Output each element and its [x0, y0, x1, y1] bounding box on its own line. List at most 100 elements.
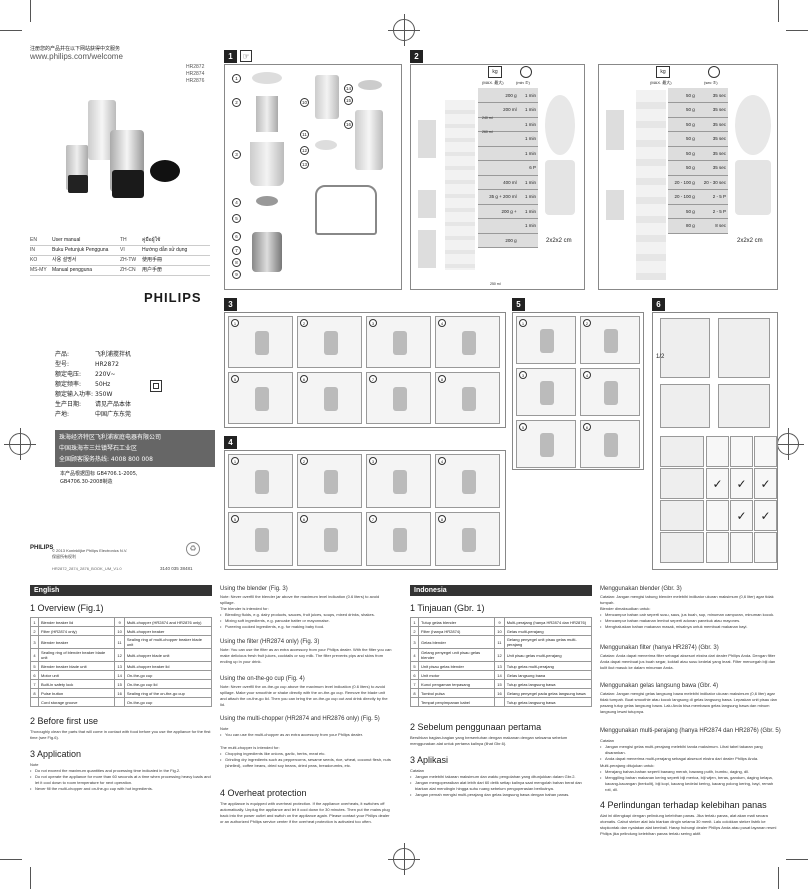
step-number: 4	[438, 319, 446, 327]
quantity-cell	[478, 146, 519, 161]
step-number: 4	[438, 457, 446, 465]
step-illustration: 2	[297, 316, 362, 368]
part-name-cell: Multi-chopper (HR2874 and HR2876 only)	[123, 617, 213, 627]
id-multi-intro: Multi-perajang ditujukan untuk:	[600, 763, 655, 768]
cleaning-cell	[754, 436, 777, 467]
part-number-cell: 14	[494, 670, 505, 680]
quantity-cell: 80 g	[668, 218, 697, 234]
en-multi-list: You can use the multi-chopper as an extr…	[220, 732, 392, 738]
model-1: HR2872	[186, 64, 205, 70]
part-number-cell: 16	[114, 688, 125, 698]
part-number-cell	[494, 697, 505, 707]
part-number-cell: 8	[410, 688, 419, 698]
list-item: Jangan mengoperasikan alat lebih dari 60…	[410, 780, 592, 792]
part-thumbnail	[660, 500, 704, 531]
fig2-weight-icon: kg	[488, 66, 502, 78]
fig1-callout: 7	[232, 246, 241, 255]
id-first-use-heading: 2 Sebelum penggunaan pertama	[410, 722, 542, 732]
part-number-cell: 10	[494, 626, 505, 636]
part-number-cell: 3	[30, 635, 39, 649]
en-multi-intro: The multi-chopper is intended for:	[220, 745, 280, 750]
list-item: Jangan mengisi gelas multi-perajang mele…	[600, 744, 778, 756]
fig2-dice-label-right: 2x2x2 cm	[737, 238, 763, 244]
step-number: 3	[369, 457, 377, 465]
time-cell: 2 - 5 P	[696, 204, 728, 219]
part-number: 3140 035 38481	[160, 566, 193, 571]
quantity-cell: 50 g	[668, 146, 697, 161]
step-illustration: 5	[228, 512, 293, 566]
time-cell: 35 sec	[696, 117, 728, 132]
id-blender-text: Catatan: Jangan mengisi tabung blender m…	[600, 594, 774, 605]
cover-url[interactable]: www.philips.com/welcome	[30, 52, 123, 61]
part-number-cell: 3	[410, 635, 419, 649]
part-name-cell: Sealing ring of blender beaker blade uni…	[37, 648, 116, 662]
time-cell: 1 min	[518, 204, 538, 219]
part-number-cell: 4	[410, 648, 419, 662]
part-name-cell: Tempat penyimpanan kabel	[417, 697, 496, 707]
fig2-timer-icon	[520, 66, 532, 78]
fig1-hand-icon: ☞	[240, 50, 252, 62]
id-overview-heading: 1 Tinjauan (Gbr. 1)	[410, 603, 485, 613]
step-illustration: 6	[297, 372, 362, 424]
quantity-cell: 200 ml	[478, 102, 519, 118]
part-name-cell: Unit pisau gelas multi-perajang	[503, 648, 593, 662]
part-name-cell: Kunci pengaman terpasang	[417, 679, 496, 689]
time-cell: 1 min	[518, 218, 538, 234]
step-number: 2	[583, 319, 591, 327]
en-filter-heading: Using the filter (HR2874 only) (Fig. 3)	[220, 639, 320, 645]
part-number-cell: 2	[30, 626, 39, 636]
time-cell: 1 min	[518, 175, 538, 190]
quantity-cell: 50 g	[668, 88, 697, 103]
fig1-callout: 8	[232, 258, 241, 267]
part-name-cell: Gelas langsung bawa	[503, 670, 593, 680]
id-blender-heading: Menggunakan blender (Gbr. 3)	[600, 586, 682, 592]
doc-code: HR2872_2874_2876_BOOK_UM_V1.0	[52, 566, 122, 571]
part-number-cell: 15	[114, 679, 125, 689]
fig2-timer-icon-right	[708, 66, 720, 78]
part-name-cell: Gelang penyegel pada gelas langsung bawa	[503, 688, 593, 698]
cleaning-cell	[754, 532, 777, 563]
time-cell: 1 min	[518, 117, 538, 132]
part-number-cell: 10	[114, 626, 125, 636]
quantity-cell	[478, 117, 519, 132]
fig1-callout: 3	[232, 150, 241, 159]
part-name-cell: Filter (hanya HR2874)	[417, 626, 496, 636]
recycle-icon: ♻	[186, 542, 200, 556]
list-item: Mencampur bahan cair seperti susu, saus,…	[600, 612, 778, 618]
part-number-cell: 11	[494, 635, 505, 649]
part-number-cell: 4	[30, 648, 39, 662]
cleaning-cell: ✓	[730, 468, 753, 499]
en-multi-list-2: Chopping ingredients like onions, garlic…	[220, 751, 392, 769]
part-thumbnail	[660, 436, 704, 467]
fig2-vol-260: 260 ml	[482, 130, 493, 134]
registration-mark-left	[4, 428, 36, 460]
quantity-cell: 200 g +	[478, 204, 519, 219]
cleaning-cell: ✓	[754, 500, 777, 531]
fig1-callout: 10	[300, 98, 309, 107]
part-name-cell: Blender beaker lid	[37, 617, 116, 627]
step-illustration: 8	[435, 512, 500, 566]
part-name-cell: Blender beaker blade unit	[37, 661, 116, 671]
fig2-min-label: (min ⑦)	[516, 80, 530, 85]
cleaning-cell: ✓	[754, 468, 777, 499]
part-name-cell: Multi-perajang (hanya HR2874 dan HR2876)	[503, 617, 593, 627]
step-illustration: 8	[435, 372, 500, 424]
fig2-max-label: (MAX. 最大)	[482, 80, 504, 85]
part-number-cell: 9	[494, 617, 505, 627]
step-number: 8	[438, 515, 446, 523]
part-number-cell: 8	[30, 688, 39, 698]
quantity-cell: 35 g + 200 ml	[478, 189, 519, 205]
id-onthego-heading: Menggunakan gelas langsung bawa (Gbr. 4)	[600, 683, 719, 689]
